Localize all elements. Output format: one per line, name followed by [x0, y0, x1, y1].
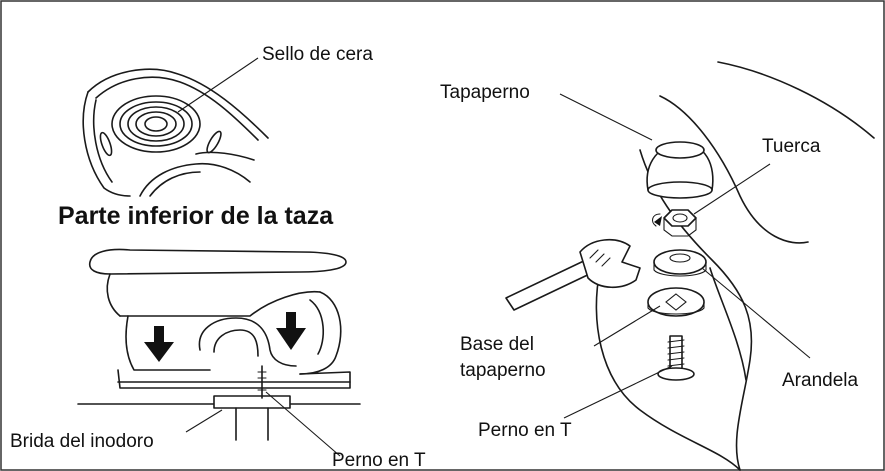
leader-bolt-cap	[559, 93, 653, 141]
washer	[653, 249, 707, 277]
leader-t-bolt-right	[563, 365, 673, 419]
leader-toilet-flange	[185, 409, 223, 433]
leader-nut	[693, 163, 771, 215]
label-t-bolt-right: Perno en T	[478, 420, 572, 441]
label-t-bolt-bottom: Perno en T	[332, 450, 426, 471]
leader-wax-seal	[177, 57, 259, 113]
nut	[651, 209, 697, 237]
leader-t-bolt-bottom	[265, 391, 341, 457]
diagram-title: Parte inferior de la taza	[58, 202, 334, 230]
bowl-underside-illustration	[82, 68, 269, 197]
label-toilet-flange: Brida del inodoro	[10, 431, 154, 452]
label-bolt-cap-base-line1: Base del	[460, 334, 534, 355]
label-washer: Arandela	[782, 370, 858, 391]
wrench-icon	[505, 239, 641, 311]
leader-bolt-cap-base	[593, 305, 661, 347]
wax-seal	[111, 95, 201, 153]
leader-washer	[701, 267, 811, 359]
t-bolt	[657, 335, 695, 381]
down-arrow-icon	[276, 312, 306, 350]
label-bolt-cap-base-line2: tapaperno	[460, 360, 546, 381]
label-nut: Tuerca	[762, 136, 821, 157]
down-arrow-icon	[144, 326, 174, 362]
toilet-side-illustration	[77, 248, 361, 441]
bolt-cap-base	[647, 287, 705, 317]
bolt-cap	[646, 141, 714, 199]
bolt-cap-assembly-illustration	[505, 61, 875, 471]
label-bolt-cap: Tapaperno	[440, 82, 530, 103]
label-wax-seal: Sello de cera	[262, 44, 373, 65]
